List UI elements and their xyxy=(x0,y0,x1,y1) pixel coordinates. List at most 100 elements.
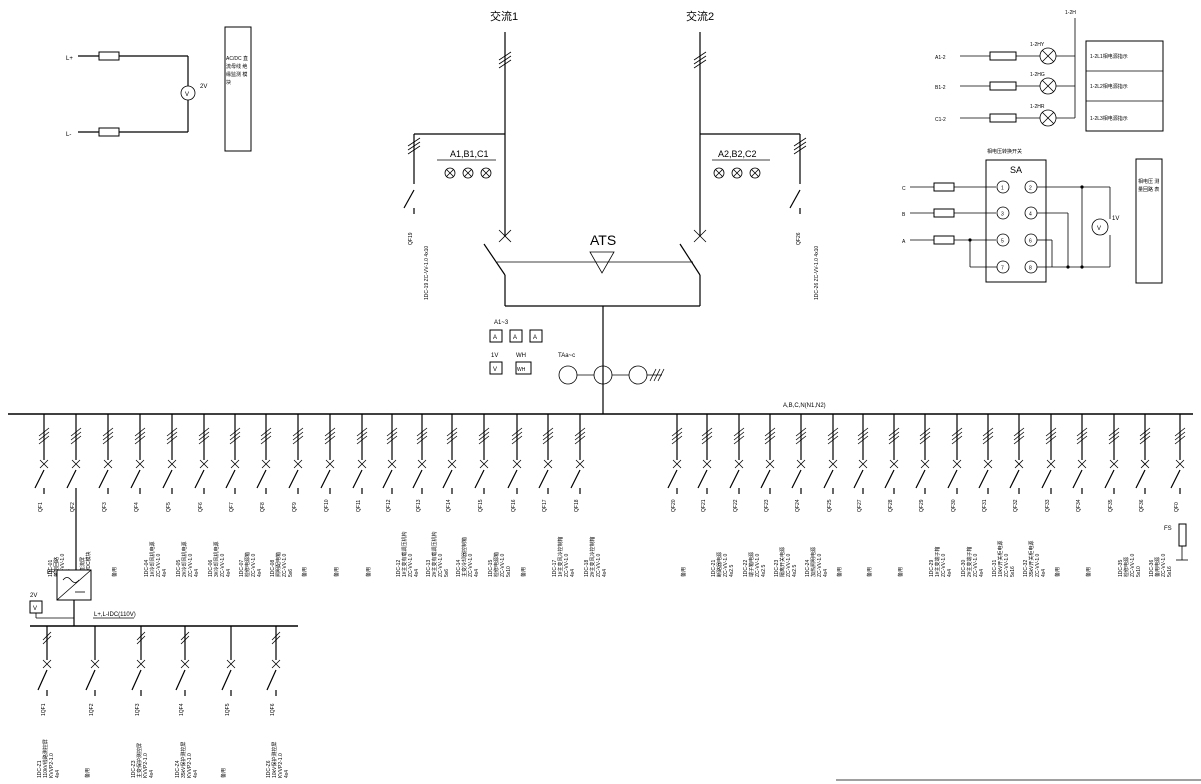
ammeter-a-2: A xyxy=(513,335,517,341)
dc-pos-label: L+ xyxy=(66,56,73,62)
feeder-desc-line: ZC-VV-1.0 xyxy=(941,553,947,577)
selector-contact-label: 2 xyxy=(1029,186,1032,192)
feeder-desc-line: 1DC-08 xyxy=(270,560,276,577)
feeder-qf-label: QF16 xyxy=(511,499,517,512)
feeder-breaker xyxy=(66,469,77,489)
feeder-qf-label: QF1 xyxy=(38,502,44,512)
feeder-desc-line: ZC-VV-1.0 xyxy=(723,553,729,577)
indicator-desc: 1-2L3相电源指示 xyxy=(1090,115,1128,122)
indicator-phase-label: B1-2 xyxy=(935,85,946,91)
indicator-lamp-icon xyxy=(1039,109,1057,127)
feeder-qf-label: QF22 xyxy=(733,499,739,512)
feeder-breaker xyxy=(791,469,802,489)
dc-neg-label: L- xyxy=(66,132,71,138)
dc-feeder-desc-line: 备用 xyxy=(84,768,91,778)
feeder-desc-line: 5x10 xyxy=(1136,566,1142,577)
feeder-desc-line: 断路器电源 xyxy=(716,552,723,577)
dc-feeder-desc-line: KVVP2-1.0 xyxy=(143,753,149,778)
ammeters-label: A1~3 xyxy=(494,320,509,326)
feeder-desc-line: AC/DC模块 xyxy=(85,551,92,577)
feeder-desc-line: 备用 xyxy=(897,567,904,577)
dc-feeder-desc-line: 备用 xyxy=(220,768,227,778)
rectifier-meter-symbol: V xyxy=(33,606,37,612)
feeder-breaker xyxy=(320,469,331,489)
feeder-qf-label: QF25 xyxy=(827,499,833,512)
feeder-breaker xyxy=(884,469,895,489)
feeder-breaker xyxy=(225,469,236,489)
feeder-desc-line: 4x4 xyxy=(257,569,263,577)
feeder-desc-line: ZC-VV-1.0 xyxy=(755,553,761,577)
feeder-breaker xyxy=(729,469,740,489)
feeder-desc-line: 1DC-06 xyxy=(208,560,214,577)
feeder-desc-line: 1DC-04 xyxy=(144,560,150,577)
feeder-breaker xyxy=(978,469,989,489)
feeder-qf-label: QF10 xyxy=(324,499,330,512)
feeder-desc-line: 隔离开关电源 xyxy=(779,547,786,577)
selector-contact-icon xyxy=(996,206,1010,220)
svg-text:V: V xyxy=(185,92,189,98)
feeder-breaker xyxy=(1135,469,1146,489)
feeder-breaker xyxy=(1170,469,1181,489)
feeder-qf-label: QF3 xyxy=(102,502,108,512)
lamp-icon-c2 xyxy=(749,167,761,179)
fs-label: FS xyxy=(1164,526,1172,532)
indicator-fuse xyxy=(989,113,1017,123)
indicator-phase-label: C1-2 xyxy=(935,117,946,123)
selector-contact-label: 7 xyxy=(1001,266,1004,272)
dc-feeder-desc-line: 35kV保护测控屏 xyxy=(180,742,187,778)
feeder-desc-line: 主变冷却器控制箱 xyxy=(461,537,468,577)
feeder-breaker xyxy=(1104,469,1115,489)
right-incoming-cable-label: 1DC-26 ZC-VV-1.0 4x10 xyxy=(814,246,820,300)
dc-feeder-breaker xyxy=(266,669,277,691)
ats-label: ATS xyxy=(590,232,616,248)
left-lamp-group-label: A1,B1,C1 xyxy=(450,149,489,159)
selector-contact-icon xyxy=(996,233,1010,247)
dc-cabinet-text: AC/DC 直流母线 绝缘监测 模块 xyxy=(226,56,248,86)
feeder-desc-line: 1DC-01 xyxy=(48,560,54,577)
feeder-breaker xyxy=(288,469,299,489)
feeder-desc-line: 4x4 xyxy=(979,569,985,577)
feeder-desc-line: 2#主变有载调压机构 xyxy=(431,531,438,577)
feeder-desc-line: ZC-VV-1.0 xyxy=(408,553,414,577)
dc-feeder-breaker xyxy=(85,669,96,691)
feeder-desc-line: 1DC-29 xyxy=(929,560,935,577)
selector-side-box xyxy=(1135,158,1163,284)
dc-feeder-desc-line: 1DC-Z4 xyxy=(175,760,181,778)
feeder-qf-label: QF9 xyxy=(292,502,298,512)
feeder-desc-line: ZC-VV-1.0 xyxy=(438,553,444,577)
feeder-desc-line: 1DC-36 xyxy=(1149,560,1155,577)
feeder-qf-label: QF21 xyxy=(701,499,707,512)
ammeter-a-3: A xyxy=(533,335,537,341)
feeder-desc-line: 备用 xyxy=(111,567,118,577)
selector-phase-label: B xyxy=(902,212,906,218)
feeder-desc-line: 至直流屏 xyxy=(79,557,86,577)
dc-feeder-desc-line: 4x4 xyxy=(149,770,155,778)
source-ac1-label: 交流1 xyxy=(490,9,518,23)
feeder-desc-line: 5x16 xyxy=(1010,566,1016,577)
feeder-qf-label: QF14 xyxy=(446,499,452,512)
feeder-desc-line: 1DC-12 xyxy=(396,560,402,577)
dc-feeder-breaker xyxy=(131,669,142,691)
feeder-qf-label: QF13 xyxy=(416,499,422,512)
feeder-qf3: QF3 备用 xyxy=(98,414,118,577)
feeder-breaker xyxy=(823,469,834,489)
feeder-qf-label: QF27 xyxy=(857,499,863,512)
dc-feeder-desc-line: 4x4 xyxy=(55,770,61,778)
voltmeter-label: 1V xyxy=(491,353,498,359)
